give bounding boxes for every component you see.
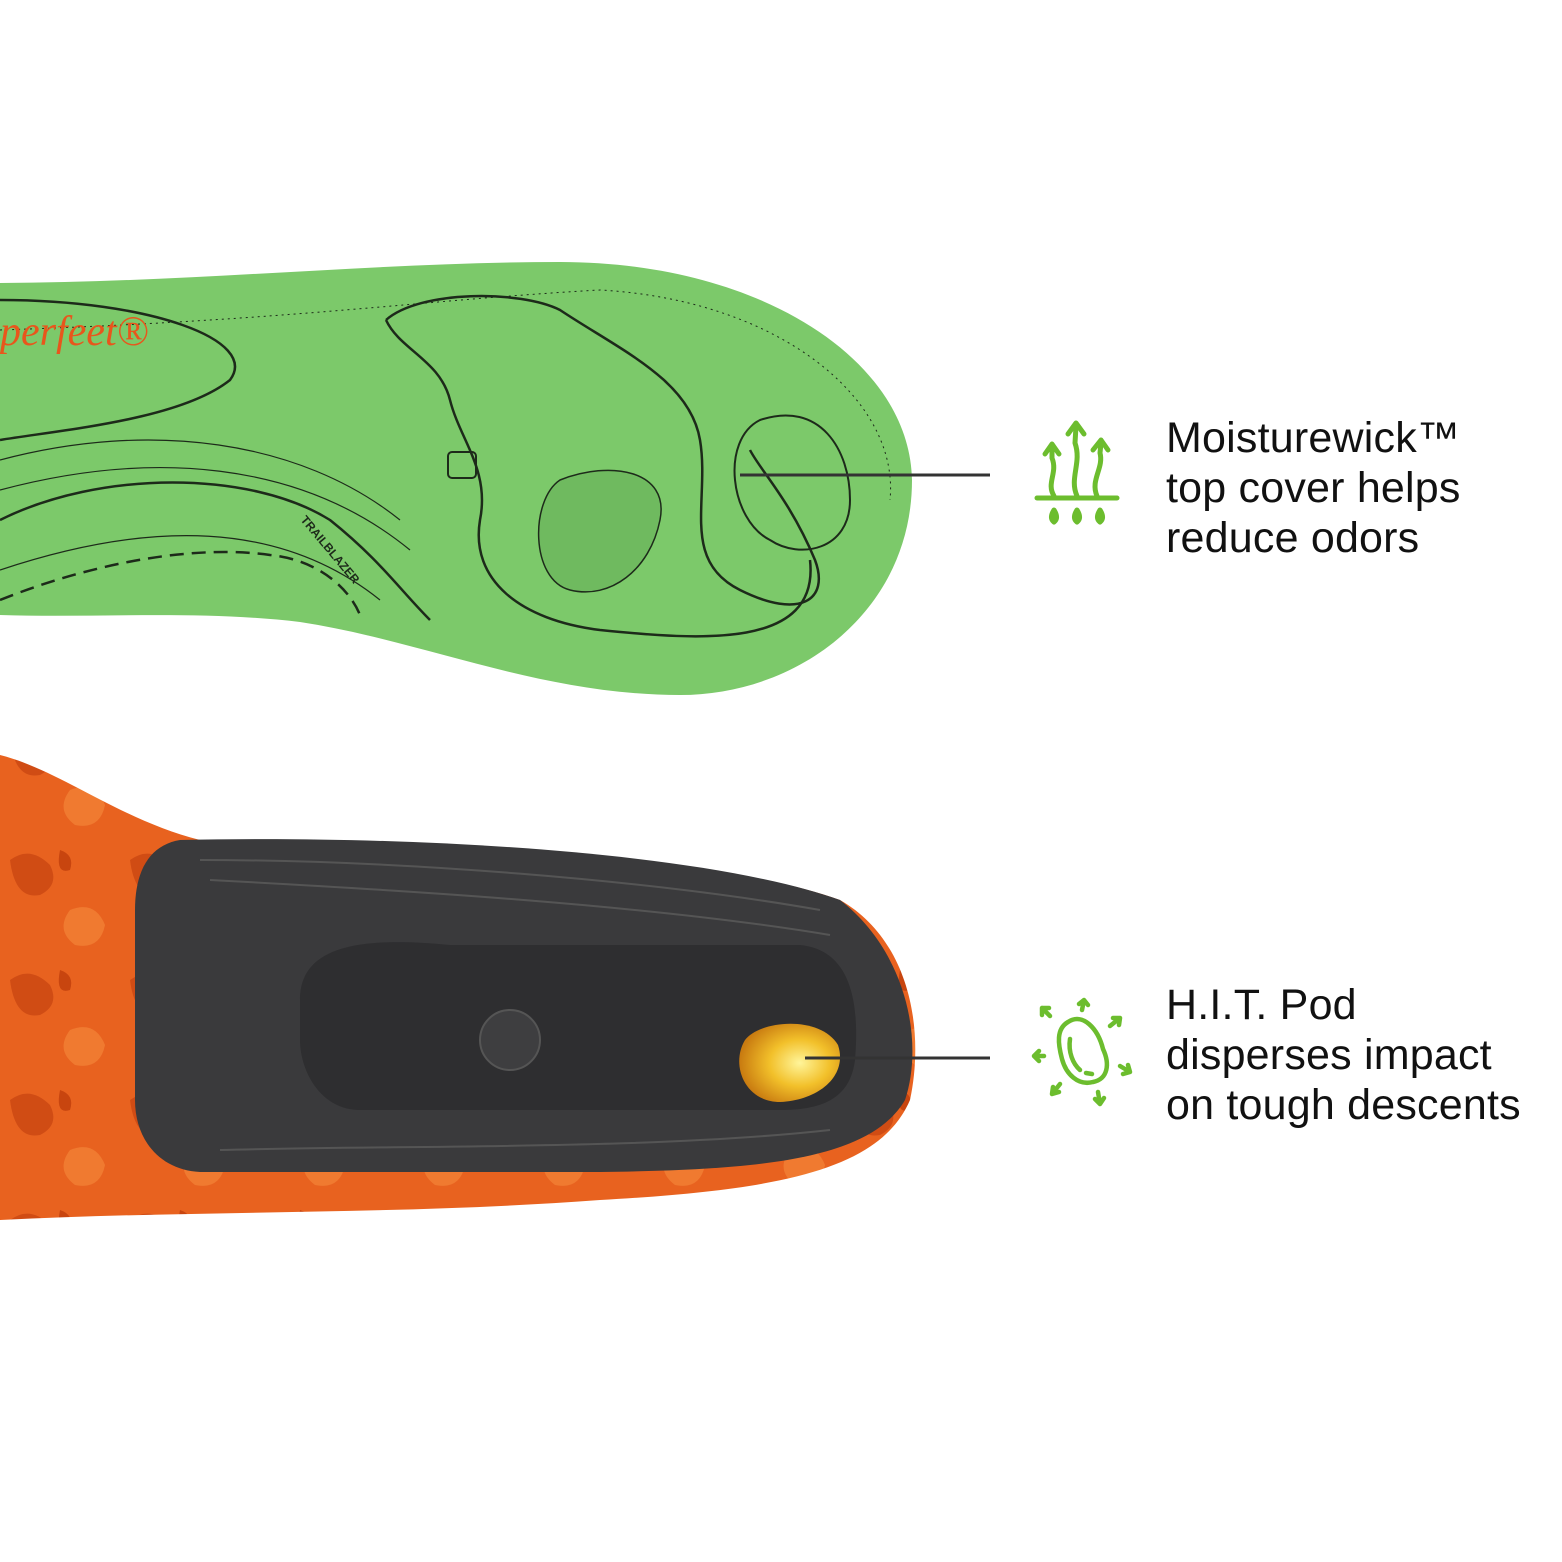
hiker-badge [447,451,477,479]
callout-line: on tough descents [1166,1081,1521,1129]
hit-pod [739,1023,841,1102]
callout-line: reduce odors [1166,514,1420,562]
superfeet-logo: perfeet® [0,309,149,355]
callout-line: Moisturewick™ [1166,414,1461,462]
bottom-insole [0,755,916,1220]
hit-pod-icon [1031,997,1133,1107]
moisture-wick-icon [1034,420,1120,525]
moisturewick-callout: Moisturewick™ top cover helps reduce odo… [1166,413,1461,563]
callout-line: top cover helps [1166,464,1461,512]
callout-line: H.I.T. Pod [1166,981,1357,1029]
top-cover-insole: perfeet® TRAILBLAZER [0,262,912,695]
hit-pod-callout: H.I.T. Pod disperses impact on tough des… [1166,980,1521,1130]
callout-line: disperses impact [1166,1031,1492,1079]
